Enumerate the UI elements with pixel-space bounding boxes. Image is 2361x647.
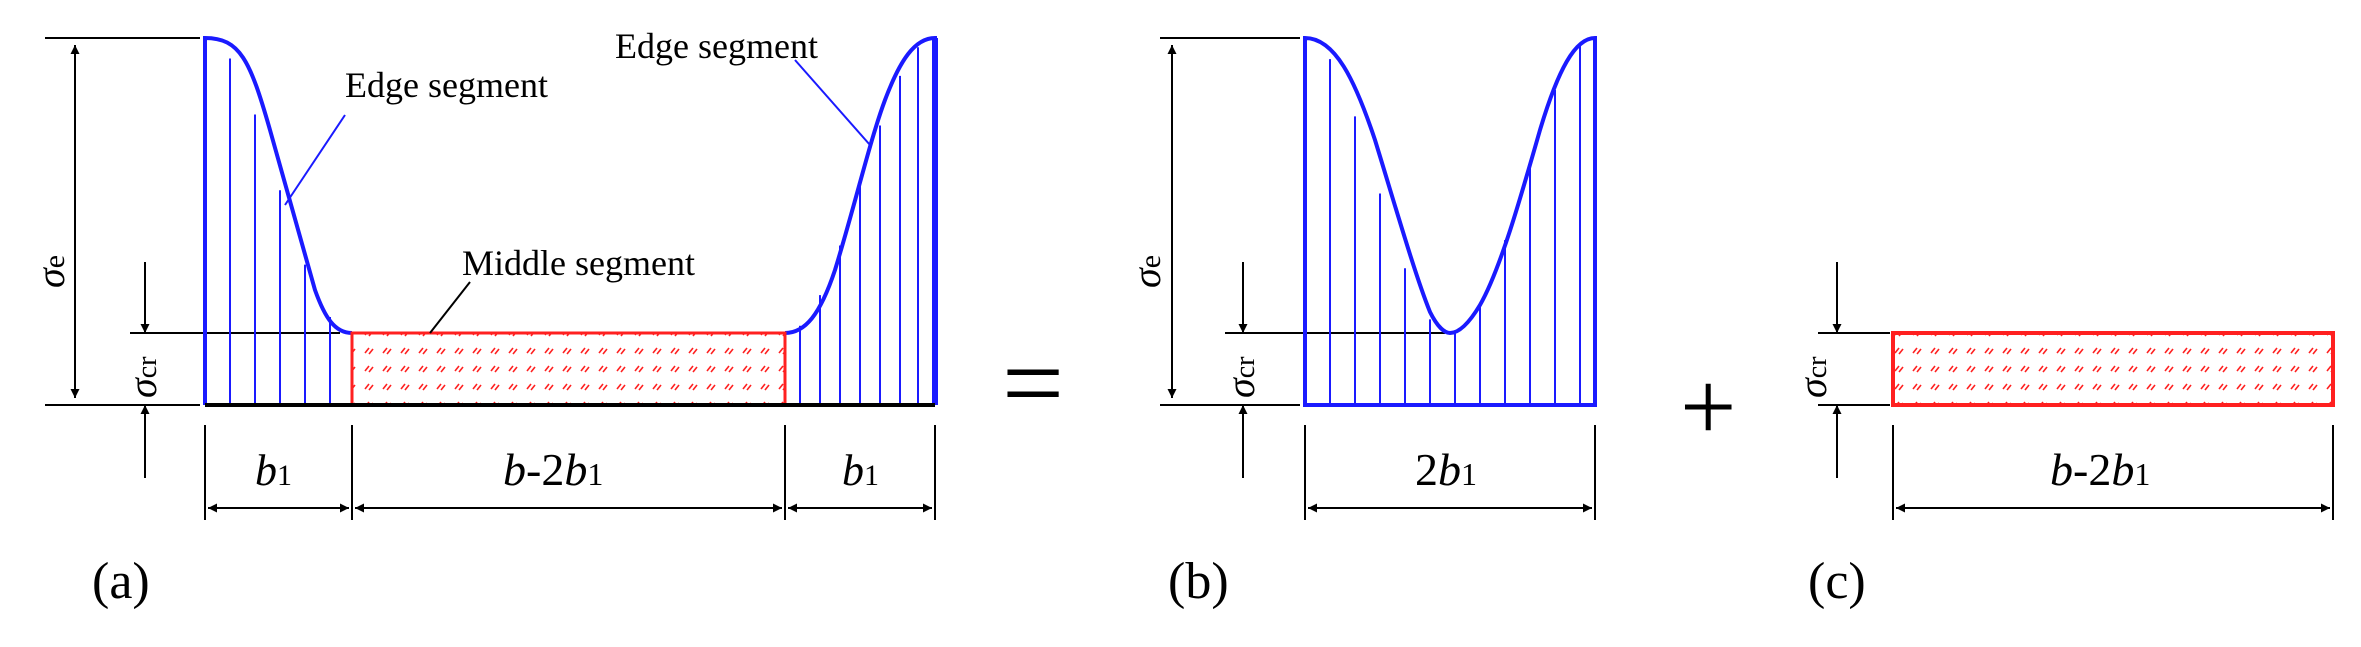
sigma-cr-dimension-c: σcr	[1790, 262, 1890, 478]
sigma-e-dimension-b: σe	[1124, 37, 1300, 398]
sigma-cr-label-c: σcr	[1790, 356, 1835, 398]
dim-c-b-2b1: b-2b1	[2050, 444, 2150, 495]
panel-label-a: (a)	[92, 553, 150, 610]
edge-stress-curve-left	[203, 35, 353, 405]
edge-stress-area-b	[1303, 35, 1597, 407]
middle-segment-rect-a	[350, 331, 787, 407]
dim-left-b1: b1	[255, 446, 292, 495]
sigma-e-label-b: σe	[1124, 255, 1169, 288]
sigma-e-label-a: σe	[28, 255, 73, 288]
panel-a: σe σcr Edge segment Edge s	[28, 26, 938, 610]
width-dimensions-a: b1 b-2b1 b1	[204, 425, 936, 520]
edge-segment-label-right: Edge segment	[615, 26, 818, 66]
sigma-cr-dimension-a: σcr	[45, 262, 340, 478]
middle-segment-label: Middle segment	[462, 243, 695, 283]
edge-stress-curve-right	[784, 35, 937, 405]
middle-segment-rect-c	[1891, 331, 2335, 407]
panel-label-b: (b)	[1168, 553, 1229, 610]
equals-sign: =	[1002, 322, 1064, 444]
edge-stress-area-a	[203, 35, 938, 405]
edge-stress-curve-b	[1303, 35, 1597, 407]
width-dimension-c: b-2b1	[1892, 425, 2334, 520]
width-dimension-b: 2b1	[1304, 425, 1596, 520]
panel-label-c: (c)	[1808, 553, 1866, 610]
edge-segment-label-left: Edge segment	[345, 65, 548, 105]
dim-mid-b-2b1: b-2b1	[503, 444, 603, 495]
dim-2b1: 2b1	[1415, 444, 1477, 495]
edge-hatching-a	[229, 47, 919, 405]
sigma-e-dimension-a: σe	[28, 37, 200, 398]
panel-c: σcr b-2b1 (c)	[1790, 262, 2335, 610]
plus-sign: +	[1680, 351, 1736, 462]
panel-b: σe σcr 2b1 (b)	[1124, 35, 1597, 610]
sigma-cr-label-a: σcr	[120, 356, 165, 398]
edge-hatching-b	[1329, 45, 1581, 405]
middle-stress-area-a	[350, 331, 787, 407]
sigma-cr-label-b: σcr	[1218, 356, 1263, 398]
sigma-cr-dimension-b: σcr	[1160, 262, 1445, 478]
dim-right-b1: b1	[842, 446, 879, 495]
